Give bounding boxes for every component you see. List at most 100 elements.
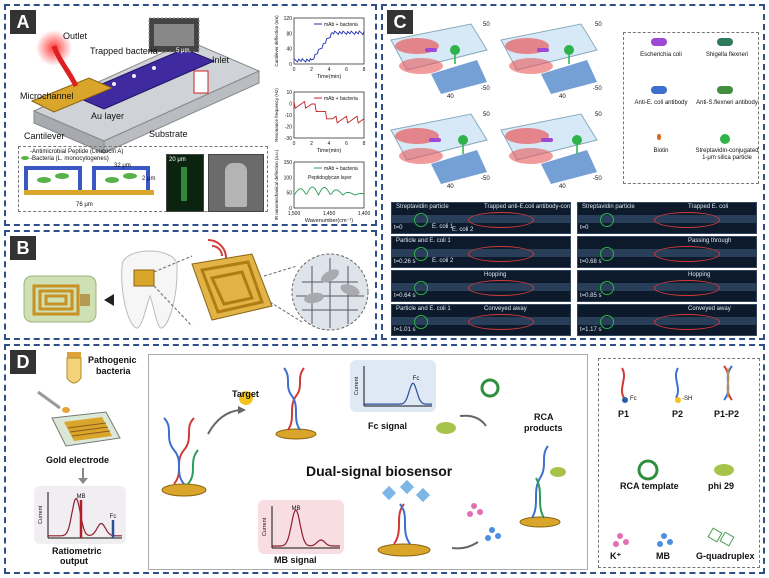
panel-c-legend-box — [623, 32, 759, 184]
chart-frame — [293, 17, 365, 65]
axis-bottom-2: -50 — [593, 86, 602, 92]
frame-time-label: t=0.26 s — [394, 259, 416, 265]
panel-b-label: B — [10, 236, 36, 260]
trap-outline — [654, 314, 720, 330]
y-axis-label: Current — [262, 517, 268, 536]
frame-caption: Streptavidin particle — [396, 204, 449, 210]
simulation-lower-surface — [431, 60, 487, 94]
legend-item-label: Anti-S.flexneri antibody — [696, 100, 758, 106]
frame-cell-label: E. coli 2 — [432, 258, 454, 264]
frame-cell-label: E. coli 1 — [432, 224, 454, 230]
y-tick-label: 0 — [289, 102, 292, 108]
y-tick-label: 10 — [286, 90, 292, 96]
particle-marker — [600, 315, 614, 329]
trap-outline — [468, 212, 534, 228]
axis-x-1: 40 — [447, 94, 454, 100]
biosensor-illustration — [161, 360, 566, 557]
frame-event-label: Trapped anti-E.coli antibody-conjugated … — [484, 204, 571, 210]
x-tick-label: 8 — [363, 141, 366, 147]
silica-particle — [458, 135, 468, 145]
data-series-line — [293, 186, 365, 196]
fc-peak-label: Fc — [110, 514, 117, 520]
particle-marker — [414, 213, 428, 227]
simulation-plot-2 — [500, 23, 598, 94]
ratiometric-line1: Ratiometric — [52, 546, 102, 556]
biosensor-box — [148, 354, 588, 570]
trap-outline — [468, 246, 534, 262]
data-series-line — [293, 30, 365, 63]
x-tick-label: 6 — [345, 141, 348, 147]
legend-item-label: Shigella flexneri — [705, 52, 749, 58]
mb-signal-label: MB signal — [274, 555, 317, 565]
au-layer-label: Au layer — [91, 111, 125, 121]
x-tick-label: 4 — [328, 67, 331, 73]
cross-section-box — [18, 146, 268, 212]
silica-particle-icon — [720, 134, 730, 144]
frame-time-label: t=0.68 s — [580, 259, 602, 265]
legend-p1: P1 — [618, 409, 630, 419]
frame-event-label: Hopping — [688, 272, 711, 278]
simulation-plot-4 — [500, 113, 598, 184]
fluorescence-micrograph: 20 μm — [166, 154, 204, 212]
dim-32-label: 32 μm — [114, 163, 131, 169]
outlet-label: Outlet — [63, 31, 88, 41]
legend-label: mAb + bacteria — [324, 22, 358, 28]
trap-outline — [654, 280, 720, 296]
simulation-lower-surface — [541, 60, 597, 94]
frame-event-label: Conveyed away — [688, 306, 731, 312]
fc-signal-label: Fc signal — [368, 421, 408, 431]
legend-item-label: Streptavidin-conjugated 1-μm silica part… — [695, 148, 759, 161]
data-series-line — [293, 100, 365, 124]
particle-marker — [600, 281, 614, 295]
sample-tube-icon — [66, 352, 82, 384]
panel-c: C 50 -50 40 50 -50 40 50 -50 40 50 -50 4… — [381, 4, 765, 340]
trapped-bacteria-label: Trapped bacteria — [90, 46, 158, 56]
x-axis-label: Wavenumber(cm⁻¹) — [305, 218, 353, 224]
rca-line2: products — [524, 423, 563, 433]
frame-caption: Particle and E. coli 1 — [396, 238, 451, 244]
trap-outline — [468, 314, 534, 330]
ratiometric-line2: output — [60, 556, 88, 566]
y-tick-label: 100 — [284, 175, 293, 181]
frame-time-label: t=1.01 s — [394, 327, 416, 333]
target-label: Target — [232, 389, 259, 399]
field-hotspot — [399, 58, 443, 74]
axis-top-4: 50 — [595, 112, 602, 118]
shigella-icon — [717, 38, 733, 46]
x-tick-label: 0 — [293, 67, 296, 73]
signal-curve — [48, 497, 122, 537]
frame-time-label: t=0 — [394, 225, 403, 231]
biotin-icon — [657, 134, 661, 140]
y-tick-label: -20 — [285, 125, 292, 131]
legend-icons-d — [613, 365, 735, 547]
anti-s-flexneri-antibody-icon — [717, 86, 733, 94]
dim-76-label: 76 μm — [76, 202, 93, 208]
pathogenic-line2: bacteria — [96, 366, 131, 376]
chart-frame — [293, 91, 365, 139]
tooth-sensor-illustration — [23, 239, 369, 331]
frame-event-label: Conveyed away — [484, 306, 527, 312]
panel-d-label: D — [10, 350, 36, 374]
panel-a-label: A — [10, 10, 36, 34]
legend-p1-fc: Fc — [630, 396, 637, 402]
legend-label: mAb + bacteria — [324, 96, 358, 102]
trap-outline — [654, 246, 720, 262]
frame-time-label: t=0 — [580, 225, 589, 231]
legend-p2: P2 — [672, 409, 684, 419]
y-tick-label: 50 — [286, 191, 292, 197]
silica-particle — [450, 45, 460, 55]
axis-top-3: 50 — [483, 112, 490, 118]
e-coli-icon — [651, 38, 667, 46]
frame-event-label: Passing through — [688, 238, 732, 244]
legend-item-label: Escherichia coli — [640, 52, 682, 58]
y-tick-label: 80 — [286, 31, 292, 37]
y-tick-label: 0 — [289, 206, 292, 212]
legend-p2-sh: -SH — [682, 396, 693, 402]
e-coli-cell — [537, 48, 549, 52]
